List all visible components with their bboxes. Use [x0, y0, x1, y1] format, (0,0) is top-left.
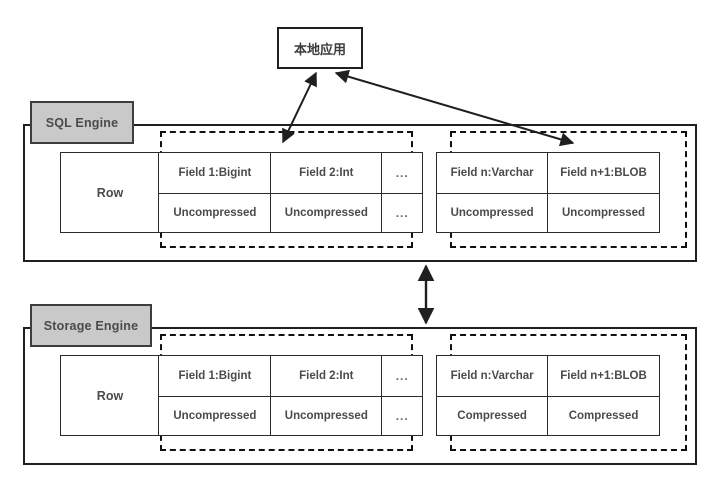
storage-field-n-plus-1-state: Compressed	[548, 395, 660, 436]
sql-engine-chip: SQL Engine	[30, 101, 134, 144]
sql-engine-label: SQL Engine	[45, 115, 119, 130]
sql-field-1-header: Field 1:Bigint	[178, 166, 252, 179]
sql-field-2-header: Field 2:Int	[299, 166, 354, 179]
storage-field-1-cell: Field 1:Bigint Uncompressed	[158, 355, 272, 436]
storage-field-1-state: Uncompressed	[159, 395, 271, 436]
storage-field-2-state: Uncompressed	[270, 395, 382, 436]
storage-engine-label: Storage Engine	[43, 318, 139, 333]
local-application-box: 本地应用	[277, 27, 363, 69]
storage-ellipsis-state: ...	[382, 395, 423, 436]
storage-field-2-cell: Field 2:Int Uncompressed	[269, 355, 383, 436]
sql-field-1-cell: Field 1:Bigint Uncompressed	[158, 152, 272, 233]
storage-ellipsis-cell: ... ...	[381, 355, 424, 436]
sql-field-n-state: Uncompressed	[436, 192, 548, 233]
storage-engine-chip: Storage Engine	[30, 304, 152, 347]
sql-field-n-cell: Field n:Varchar Uncompressed	[435, 152, 549, 233]
sql-row-label: Row	[96, 185, 124, 200]
storage-field-n-plus-1-cell: Field n+1:BLOB Compressed	[547, 355, 661, 436]
sql-ellipsis-header: ...	[395, 165, 409, 180]
storage-field-2-header: Field 2:Int	[299, 369, 354, 382]
sql-ellipsis-state: ...	[382, 192, 423, 233]
sql-field-2-cell: Field 2:Int Uncompressed	[269, 152, 383, 233]
storage-field-n-header: Field n:Varchar	[450, 369, 534, 382]
sql-field-n-plus-1-cell: Field n+1:BLOB Uncompressed	[547, 152, 661, 233]
storage-field-1-header: Field 1:Bigint	[178, 369, 252, 382]
sql-field-n-plus-1-state: Uncompressed	[548, 192, 660, 233]
sql-engine-row-table: Row Field 1:Bigint Uncompressed Field 2:…	[60, 152, 661, 233]
storage-field-n-state: Compressed	[436, 395, 548, 436]
sql-field-n-header: Field n:Varchar	[450, 166, 534, 179]
sql-field-2-state: Uncompressed	[270, 192, 382, 233]
sql-ellipsis-cell: ... ...	[381, 152, 424, 233]
storage-ellipsis-header: ...	[395, 368, 409, 383]
storage-field-n-plus-1-header: Field n+1:BLOB	[560, 369, 647, 382]
sql-row-label-cell: Row	[60, 152, 160, 233]
local-application-label: 本地应用	[293, 41, 346, 57]
storage-field-n-cell: Field n:Varchar Compressed	[435, 355, 549, 436]
storage-row-label-cell: Row	[60, 355, 160, 436]
sql-field-n-plus-1-header: Field n+1:BLOB	[560, 166, 647, 179]
sql-field-1-state: Uncompressed	[159, 192, 271, 233]
storage-row-label: Row	[96, 388, 124, 403]
storage-engine-row-table: Row Field 1:Bigint Uncompressed Field 2:…	[60, 355, 661, 436]
